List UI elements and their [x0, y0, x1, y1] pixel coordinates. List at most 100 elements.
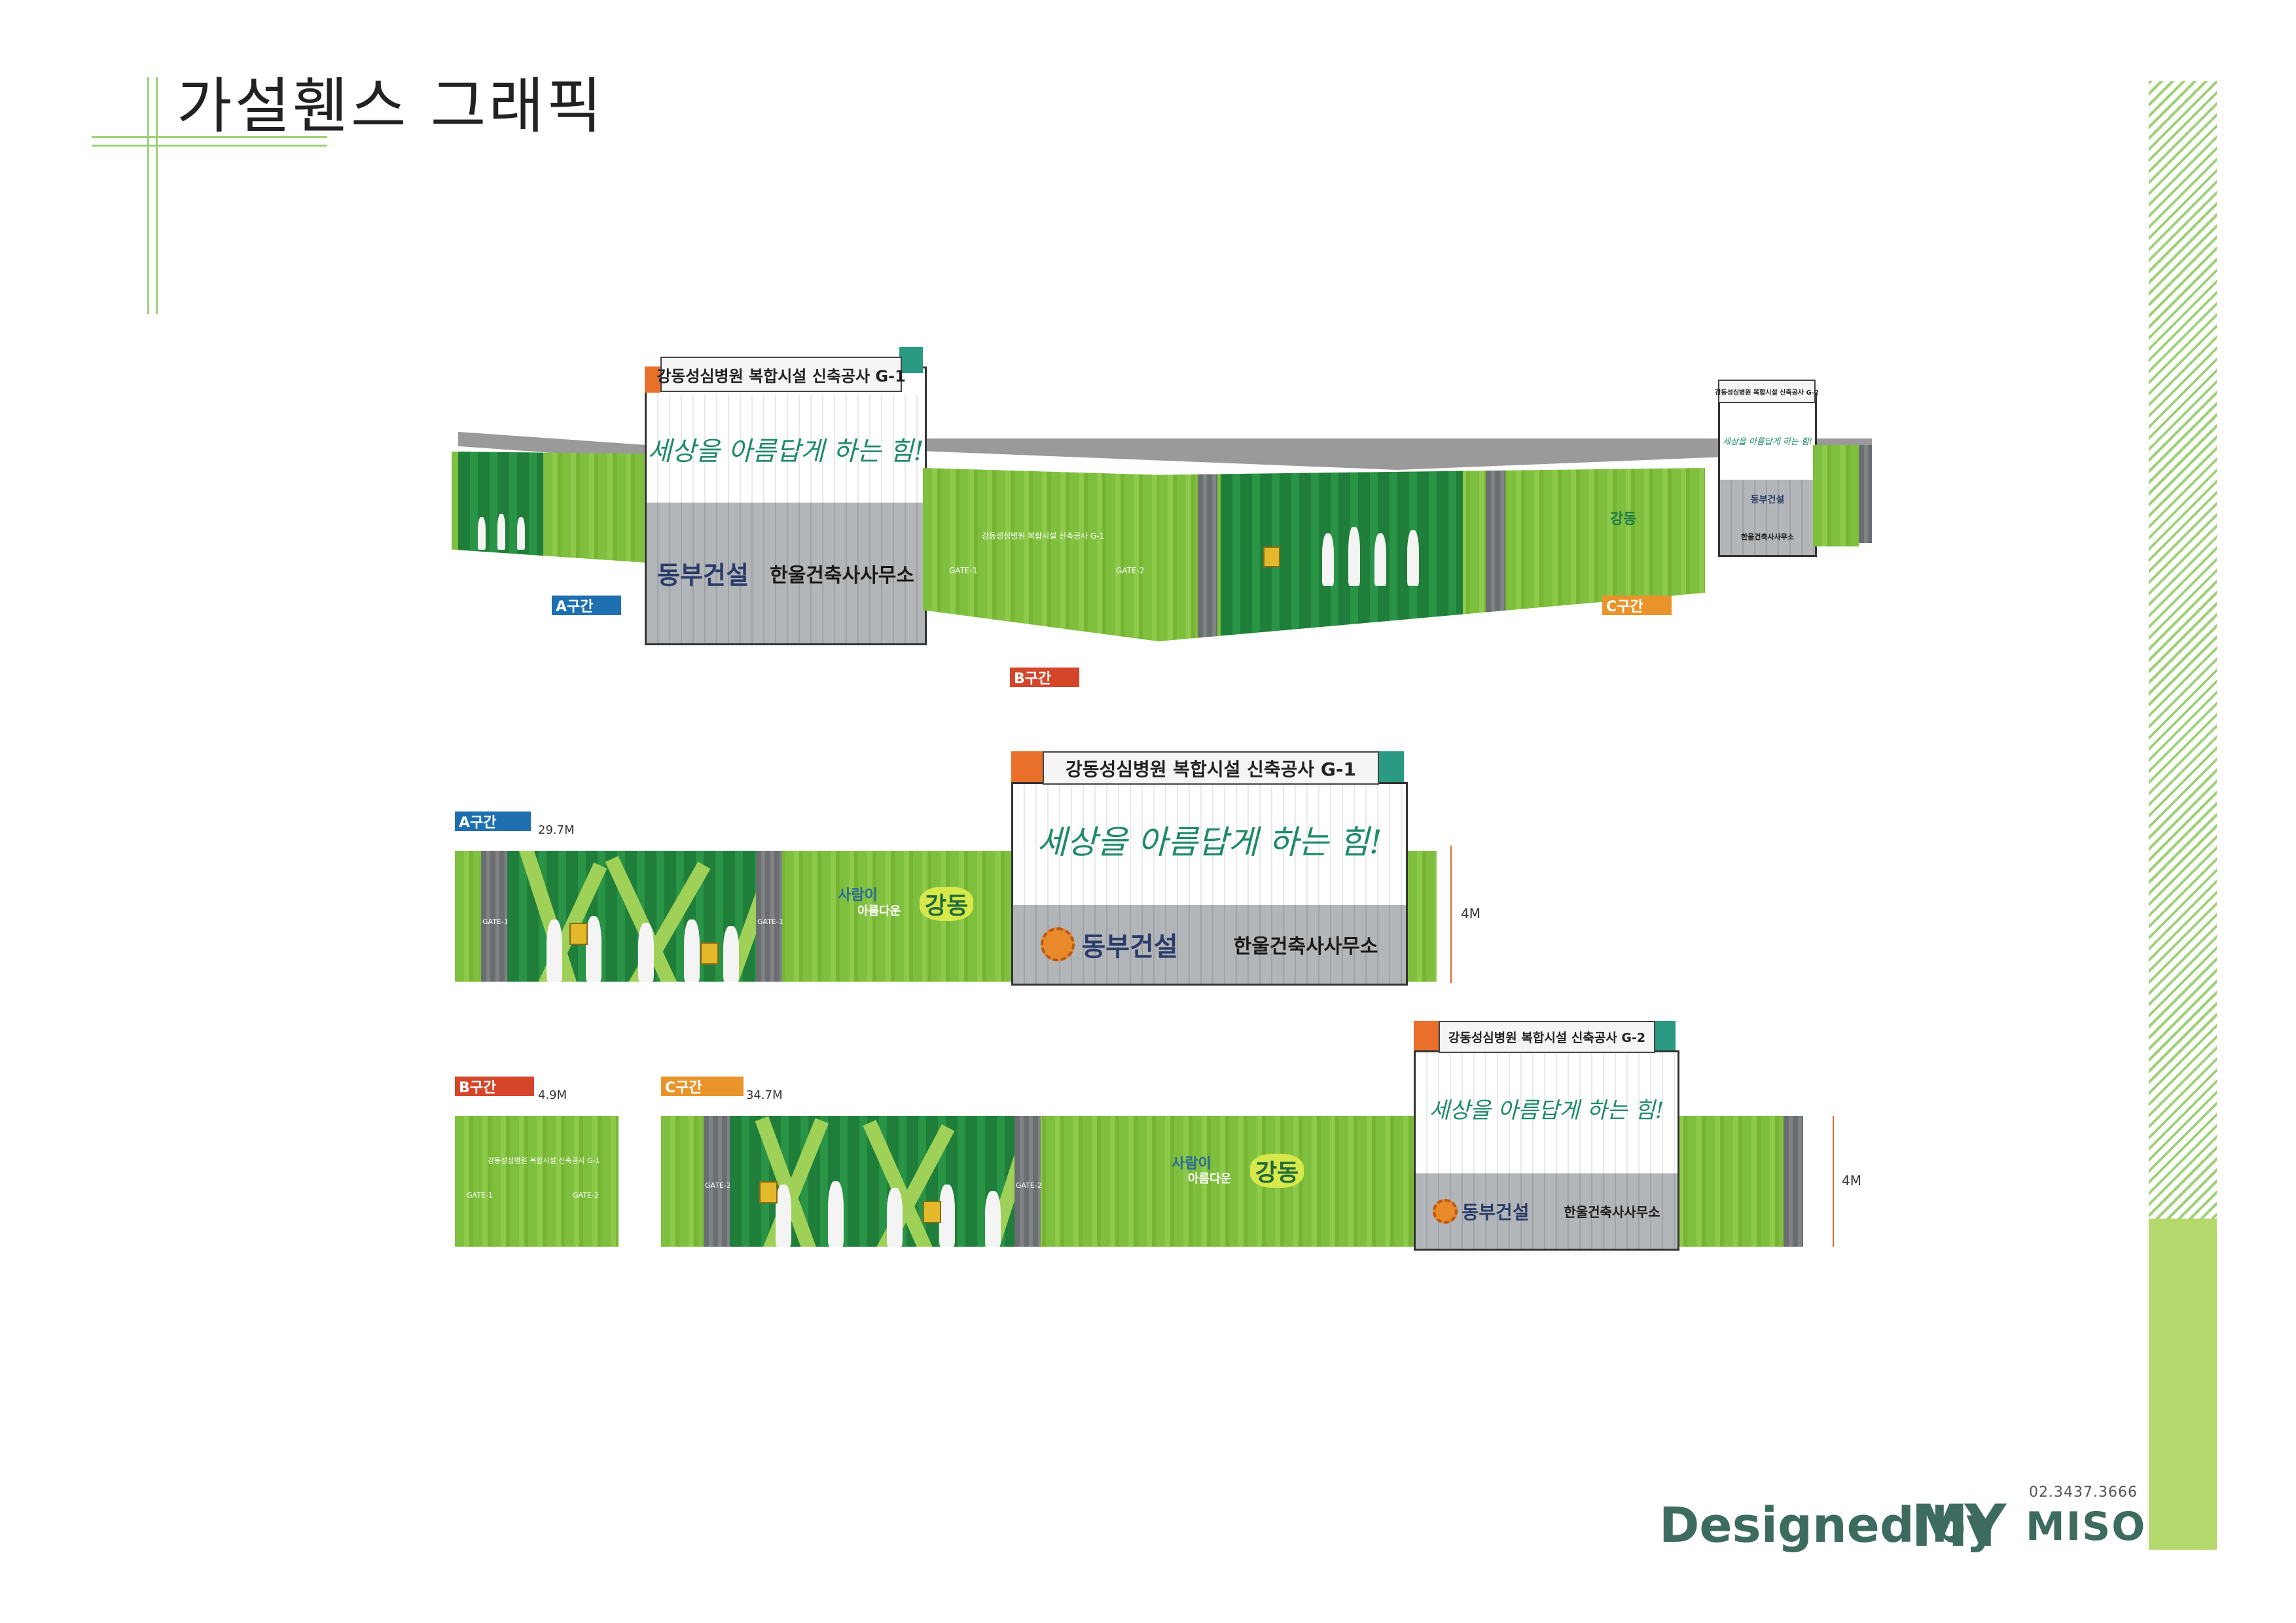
person-silhouette — [517, 517, 525, 550]
gate-panel — [704, 1116, 730, 1247]
sign-orange-accent — [1414, 1021, 1439, 1050]
sign-slogan-area — [1416, 1052, 1677, 1173]
elevation-a-g1-header: 강동성심병원 복합시설 신축공사 G-1 — [1043, 751, 1379, 785]
sign-teal-accent — [899, 347, 923, 373]
person-silhouette — [723, 926, 739, 982]
campaign-line2: 아름다운 — [857, 904, 901, 918]
gate-panel — [1198, 468, 1217, 641]
company-logo-dongbu: 동부건설 — [657, 561, 749, 590]
height-dimension-arrow — [1450, 846, 1452, 983]
height-label: 4M — [1461, 906, 1480, 921]
person-silhouette — [887, 1188, 903, 1247]
person-silhouette — [828, 1181, 844, 1247]
tag-section-a: A구간 — [552, 596, 621, 615]
elevation-a-g1-sign: 세상을 아름답게 하는 힘! 동부건설 한울건축사사무소 — [1011, 782, 1408, 986]
wall-b-gate1: GATE-1 — [949, 566, 978, 575]
section-c-length: 34.7M — [746, 1088, 783, 1102]
section-b-length: 4.9M — [538, 1088, 567, 1102]
company-logo-hanul: 한울건축사사무소 — [770, 563, 914, 587]
campaign-line2: 아름다운 — [1188, 1172, 1232, 1186]
birdhouse-icon — [569, 923, 588, 945]
gate-label: GATE-1 — [757, 918, 783, 926]
height-dimension-arrow — [1833, 1116, 1834, 1247]
perspective-wall-c-art — [1221, 468, 1463, 641]
wall-b-small-title: 강동성심병원 복합시설 신축공사 G-1 — [982, 531, 1105, 541]
title-cross-horizontal-line — [92, 136, 327, 147]
tag-section-c: C구간 — [1602, 596, 1672, 615]
tag-section-a: A구간 — [455, 812, 531, 831]
gate-panel — [481, 851, 507, 982]
elevation-c-g2-sign: 세상을 아름답게 하는 힘! 동부건설 한울건축사사무소 — [1414, 1050, 1679, 1251]
perspective-g1-sign: 세상을 아름답게 하는 힘! 동부건설 한울건축사사무소 — [645, 366, 927, 645]
campaign-gangdong: 강동 — [1250, 1154, 1304, 1188]
campaign-line1: 사람이 — [1172, 1156, 1211, 1172]
perspective-wall-c-end — [1813, 445, 1859, 546]
tag-section-b: B구간 — [455, 1077, 534, 1096]
person-silhouette — [586, 916, 601, 982]
wall-c-campaign: 강동 — [1610, 511, 1637, 527]
birdhouse-icon — [700, 942, 719, 965]
gate-label: GATE-1 — [482, 918, 509, 926]
person-silhouette — [497, 514, 505, 550]
sign-slogan-small: 세상을 아름답게 하는 힘! — [1722, 437, 1813, 447]
sign-company-area: 동부건설 한울건축사사무소 — [647, 503, 925, 643]
sign-orange-accent — [1011, 751, 1043, 782]
sign-company-area: 동부건설 한울건축사사무소 — [1013, 905, 1406, 984]
footer-logo-my: MY — [1911, 1492, 2006, 1560]
birdhouse-icon — [1263, 546, 1280, 567]
person-silhouette — [1348, 527, 1360, 586]
perspective-g2-sign: 세상을 아름답게 하는 힘! 동부건설 한울건축사사무소 — [1718, 393, 1817, 557]
sign-orange-accent — [645, 366, 660, 393]
wall-b-gate2: GATE-2 — [573, 1191, 599, 1200]
person-silhouette — [1374, 533, 1386, 586]
person-silhouette — [684, 919, 700, 982]
person-silhouette — [638, 923, 654, 982]
elevation-b-fence: 강동성심병원 복합시설 신축공사 G-1 GATE-1 GATE-2 — [455, 1116, 619, 1247]
person-silhouette — [985, 1191, 1001, 1247]
sign-company-area: 동부건설 한울건축사사무소 — [1720, 480, 1815, 555]
campaign-gangdong: 강동 — [920, 887, 974, 921]
dongbu-logo: 동부건설 — [1041, 925, 1178, 963]
side-stripe-bar — [2149, 81, 2217, 1219]
height-label: 4M — [1842, 1173, 1861, 1188]
gate-panel — [1014, 1116, 1041, 1247]
perspective-g1-header: 강동성심병원 복합시설 신축공사 G-1 — [656, 357, 906, 392]
sign-slogan-area — [647, 395, 925, 503]
page-title: 가설휀스 그래픽 — [177, 71, 605, 141]
person-silhouette — [1322, 533, 1334, 586]
tag-section-c: C구간 — [661, 1077, 744, 1096]
company-logo-dongbu: 동부건설 — [1081, 932, 1178, 962]
wall-b-small-title: 강동성심병원 복합시설 신축공사 G-1 — [488, 1156, 600, 1165]
sign-teal-accent — [1376, 751, 1404, 782]
sign-company-area: 동부건설 한울건축사사무소 — [1416, 1173, 1677, 1249]
campaign-line1: 사람이 — [838, 887, 878, 904]
dongbu-logo: 동부건설 — [1433, 1198, 1529, 1224]
birdhouse-icon — [923, 1201, 941, 1223]
gate-panel — [1486, 468, 1505, 641]
tag-section-b: B구간 — [1010, 668, 1079, 687]
dongbu-sun-icon — [1041, 927, 1075, 961]
gate-panel — [1859, 445, 1872, 543]
gate-panel — [756, 851, 782, 982]
sign-slogan: 세상을 아름답게 하는 힘! — [1037, 823, 1382, 861]
birdhouse-icon — [759, 1181, 778, 1204]
elevation-c-art — [730, 1116, 1014, 1247]
gate-label: GATE-2 — [705, 1181, 731, 1190]
wall-b-gate1: GATE-1 — [467, 1191, 493, 1200]
person-silhouette — [939, 1185, 955, 1247]
footer-designed-by: Designed by — [1659, 1497, 1998, 1554]
sign-teal-accent — [1653, 1021, 1676, 1050]
side-solid-bar — [2149, 1219, 2217, 1550]
wall-b-gate2: GATE-2 — [1116, 566, 1145, 575]
person-silhouette — [776, 1185, 791, 1247]
person-silhouette — [547, 919, 562, 982]
sign-slogan: 세상을 아름답게 하는 힘! — [1429, 1097, 1664, 1124]
company-logo-hanul: 한울건축사사무소 — [1741, 533, 1794, 542]
sign-slogan-area — [1013, 784, 1406, 905]
gate-panel — [1784, 1116, 1803, 1247]
person-silhouette — [1407, 530, 1419, 586]
sign-slogan: 세상을 아름답게 하는 힘! — [647, 436, 924, 467]
title-cross-vertical-line — [147, 77, 158, 314]
perspective-wall-a — [452, 452, 648, 563]
company-logo-dongbu: 동부건설 — [1462, 1201, 1530, 1223]
